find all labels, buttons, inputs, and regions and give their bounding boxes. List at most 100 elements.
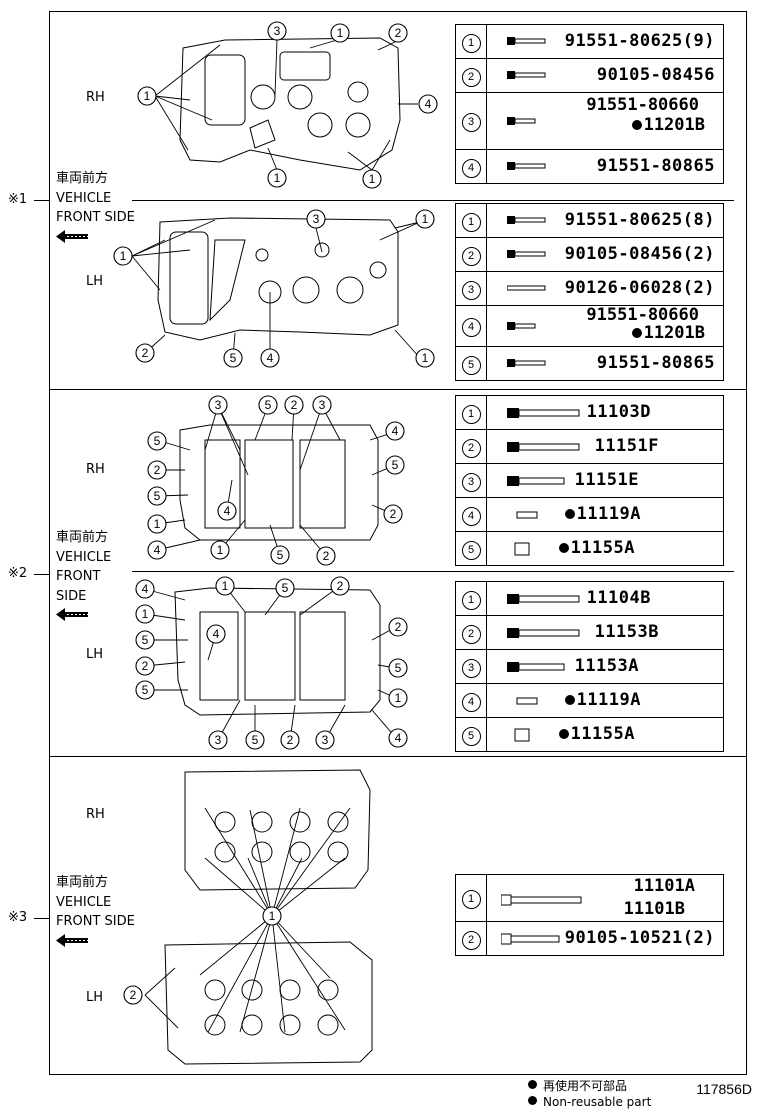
lh-label: LH: [86, 990, 104, 1005]
svg-text:1: 1: [337, 26, 344, 40]
svg-text:5: 5: [154, 489, 161, 503]
section-mark: ※2: [8, 566, 28, 581]
lh-label: LH: [86, 274, 104, 289]
svg-text:1: 1: [217, 543, 224, 557]
rh-label: RH: [86, 90, 105, 105]
section-mark: ※1: [8, 192, 28, 207]
section-divider: [49, 756, 747, 757]
rh-cylinder-head-cover: [179, 37, 401, 171]
front-arrow-icon: [56, 934, 88, 947]
svg-text:5: 5: [392, 458, 399, 472]
svg-text:5: 5: [252, 733, 259, 747]
svg-text:1: 1: [120, 249, 127, 263]
svg-text:3: 3: [322, 733, 329, 747]
vehicle-front-label: 車両前方 VEHICLE FRONT SIDE: [56, 875, 135, 929]
svg-text:5: 5: [395, 661, 402, 675]
rh-lh-divider: [132, 200, 734, 201]
svg-text:2: 2: [154, 463, 161, 477]
svg-text:5: 5: [282, 581, 289, 595]
svg-text:4: 4: [224, 504, 231, 518]
svg-text:2: 2: [390, 507, 397, 521]
svg-text:2: 2: [287, 733, 294, 747]
svg-text:2: 2: [142, 346, 149, 360]
svg-text:2: 2: [323, 549, 330, 563]
front-arrow-icon: [56, 230, 88, 243]
svg-text:5: 5: [230, 351, 237, 365]
svg-text:4: 4: [392, 424, 399, 438]
svg-text:5: 5: [277, 548, 284, 562]
svg-text:3: 3: [215, 398, 222, 412]
svg-text:1: 1: [154, 517, 161, 531]
diagram-frame: [49, 11, 747, 1075]
lh-cylinder-head: [164, 941, 373, 1065]
rh-label: RH: [86, 807, 105, 822]
svg-text:1: 1: [142, 607, 149, 621]
svg-text:1: 1: [395, 691, 402, 705]
svg-text:2: 2: [291, 398, 298, 412]
svg-text:4: 4: [395, 731, 402, 745]
svg-text:5: 5: [265, 398, 272, 412]
figure-code: 117856D: [696, 1081, 752, 1097]
svg-text:1: 1: [274, 171, 281, 185]
front-arrow-icon: [56, 608, 88, 621]
rh-camshaft-housing: [179, 424, 379, 541]
rh-lh-divider: [132, 571, 734, 572]
svg-text:1: 1: [269, 909, 276, 923]
non-reusable-legend: 再使用不可部品 Non-reusable part: [528, 1078, 651, 1110]
svg-text:4: 4: [267, 351, 274, 365]
svg-text:1: 1: [222, 579, 229, 593]
svg-text:2: 2: [130, 988, 137, 1002]
svg-text:2: 2: [395, 620, 402, 634]
svg-text:3: 3: [319, 398, 326, 412]
lh-cylinder-head-cover: [157, 217, 399, 341]
section-mark: ※3: [8, 910, 28, 925]
vehicle-front-label: 車両前方 VEHICLE FRONT SIDE: [56, 171, 135, 225]
svg-text:1: 1: [422, 351, 429, 365]
bullet-icon: [528, 1080, 537, 1089]
svg-text:2: 2: [395, 26, 402, 40]
svg-text:5: 5: [142, 683, 149, 697]
svg-text:3: 3: [313, 212, 320, 226]
svg-text:5: 5: [154, 434, 161, 448]
svg-text:4: 4: [142, 582, 149, 596]
rh-label: RH: [86, 462, 105, 477]
svg-text:4: 4: [425, 97, 432, 111]
bullet-icon: [528, 1096, 537, 1105]
svg-text:1: 1: [369, 172, 376, 186]
svg-text:1: 1: [144, 89, 151, 103]
svg-text:5: 5: [142, 633, 149, 647]
lh-label: LH: [86, 647, 104, 662]
svg-text:3: 3: [274, 24, 281, 38]
svg-text:2: 2: [142, 659, 149, 673]
svg-text:3: 3: [215, 733, 222, 747]
section-divider: [49, 389, 747, 390]
svg-text:4: 4: [213, 627, 220, 641]
svg-text:1: 1: [422, 212, 429, 226]
